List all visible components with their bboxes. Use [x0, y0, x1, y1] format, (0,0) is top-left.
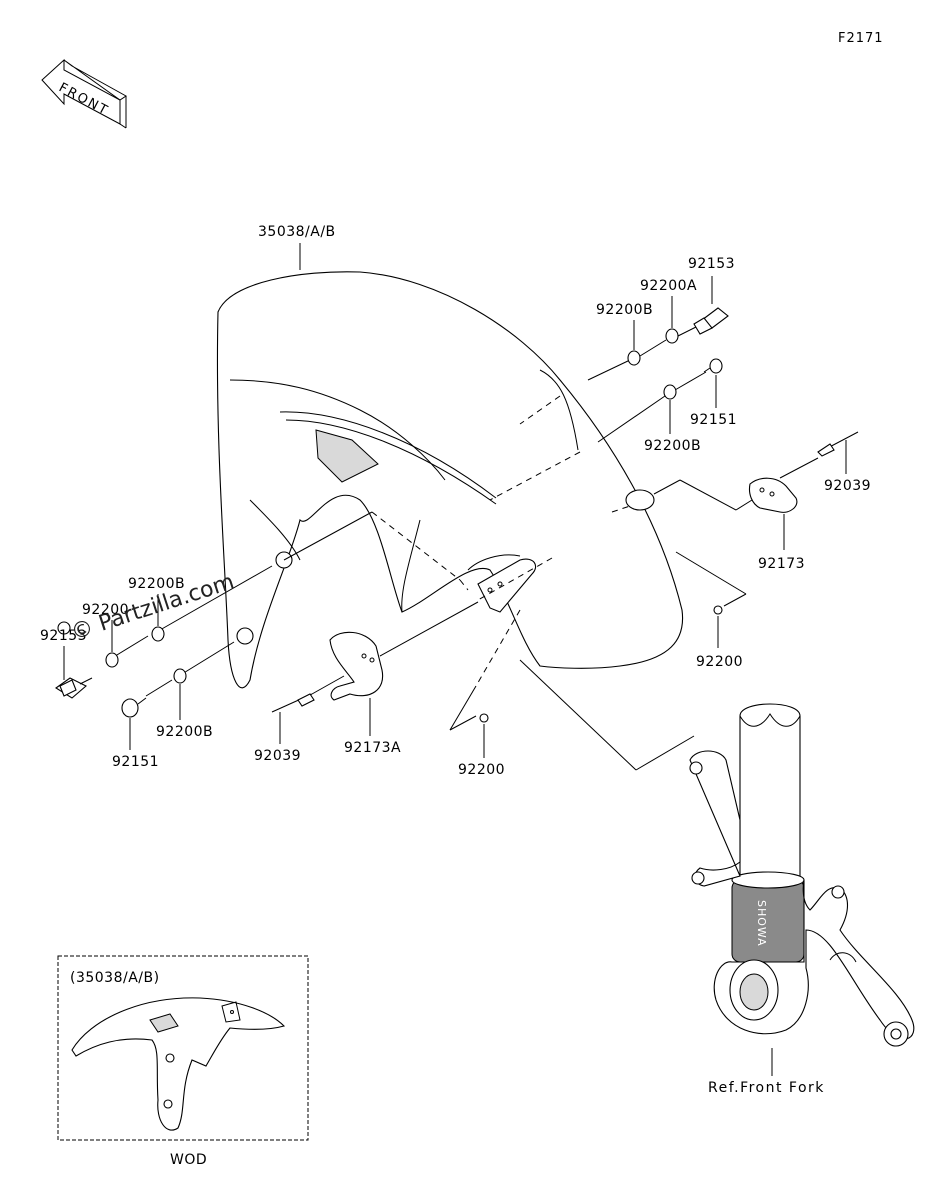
bolt-right [693, 307, 729, 335]
nut-right [713, 605, 723, 615]
washer-b-right-top [627, 350, 641, 366]
label-clamp-left: 92173A [344, 740, 401, 756]
label-washer-b-left-bottom: 92200B [156, 724, 213, 740]
nut-center [479, 713, 489, 723]
washer-left [105, 652, 119, 668]
clamp-left [329, 631, 384, 701]
inset-fender [71, 997, 286, 1131]
label-washer-b-right-bottom: 92200B [644, 438, 701, 454]
label-washer-left: 92200 [82, 602, 129, 618]
label-clamp-right: 92173 [758, 556, 805, 572]
pin-right [817, 431, 859, 457]
label-pin-left: 92039 [254, 748, 301, 764]
washer-b-left-top [151, 626, 165, 642]
front-fork: SHOWA [689, 703, 915, 1047]
label-bolt-right: 92153 [688, 256, 735, 272]
washer-b-right-bottom [663, 384, 677, 400]
label-nut-center: 92200 [458, 762, 505, 778]
front-fender [216, 271, 684, 689]
label-fender: 35038/A/B [258, 224, 336, 240]
label-pin-right: 92039 [824, 478, 871, 494]
washer-left-small [57, 621, 71, 635]
label-screw-left: 92151 [112, 754, 159, 770]
bolt-left [55, 677, 93, 699]
label-washer-b-left-top: 92200B [128, 576, 185, 592]
screw-right [703, 358, 723, 374]
washer-a-right [665, 328, 679, 344]
svg-text:SHOWA: SHOWA [755, 900, 768, 947]
label-ref-front-fork: Ref.Front Fork [708, 1080, 825, 1096]
inset-caption: WOD [170, 1152, 207, 1168]
front-arrow-icon: FRONT [41, 58, 127, 129]
label-washer-a-right: 92200A [640, 278, 697, 294]
clamp-right [748, 477, 798, 513]
inset-box: (35038/A/B) [57, 955, 309, 1141]
pin-left [271, 693, 315, 713]
screw-left [121, 697, 147, 718]
diagram-code: F2171 [838, 31, 884, 46]
label-washer-b-right-top: 92200B [596, 302, 653, 318]
label-screw-right: 92151 [690, 412, 737, 428]
inset-title: (35038/A/B) [70, 970, 160, 986]
label-bolt-left: 92153 [40, 628, 87, 644]
label-nut-right: 92200 [696, 654, 743, 670]
washer-b-left-bottom [173, 668, 187, 684]
